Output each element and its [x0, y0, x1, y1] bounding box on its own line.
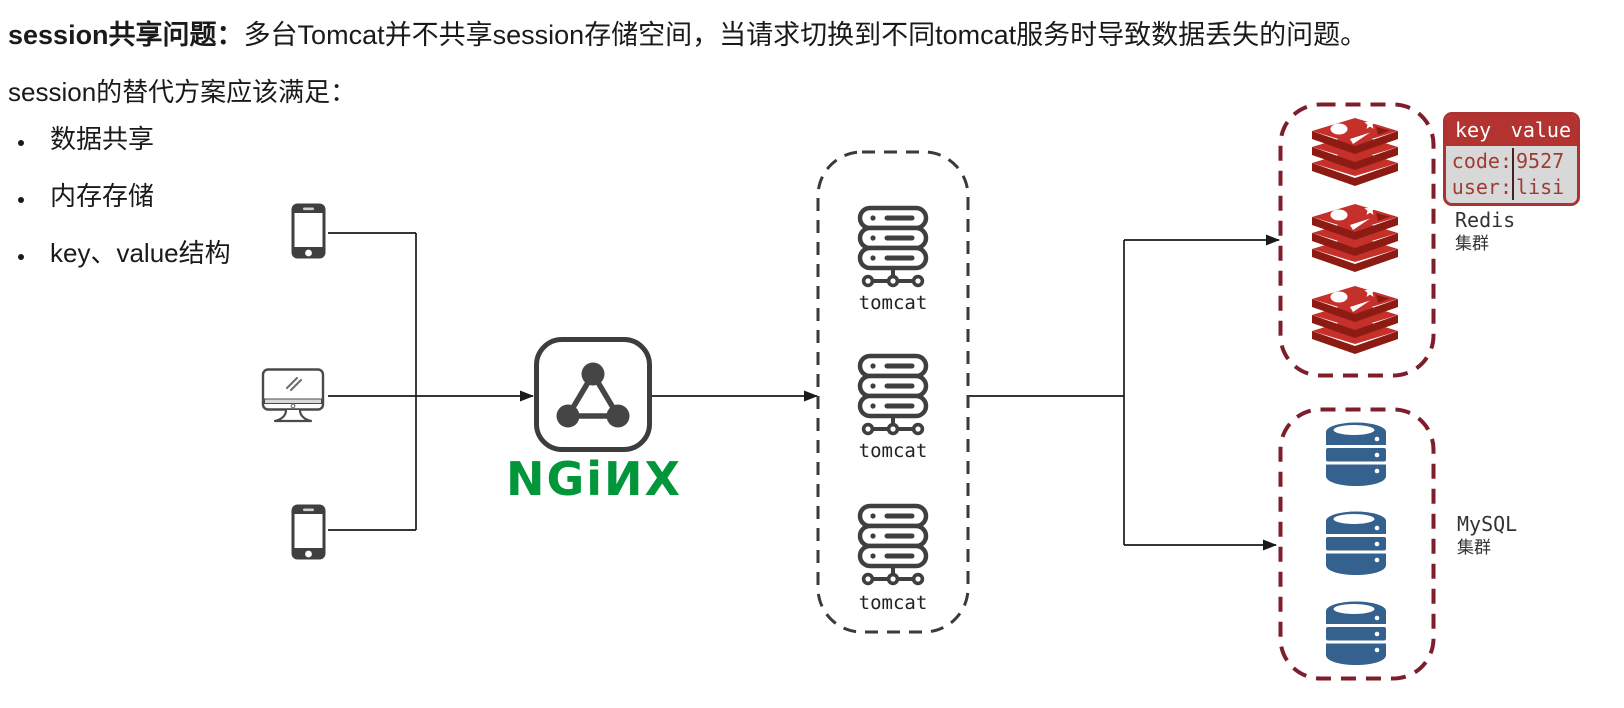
smartphone-icon	[291, 203, 326, 259]
list-item: 内存存储	[36, 179, 231, 213]
list-item: 数据共享	[36, 122, 231, 156]
client-collector-lines	[328, 232, 417, 531]
headline-term: session共享问题：	[8, 20, 244, 50]
headline-description: 多台Tomcat并不共享session存储空间，当请求切换到不同tomcat服务…	[243, 20, 1368, 50]
kv-table-body: code: 9527 user: lisi	[1446, 146, 1577, 203]
smartphone-icon	[291, 504, 326, 560]
mysql-db-icon	[1326, 601, 1386, 665]
redis-cluster-label: Redis 集群	[1455, 208, 1515, 255]
tomcat-label: tomcat	[858, 440, 928, 462]
tomcat-branch-lines	[968, 240, 1125, 545]
tomcat-label: tomcat	[858, 592, 928, 614]
nginx-logo-box	[534, 337, 652, 452]
desktop-computer-icon	[261, 368, 325, 423]
redis-cluster-sub: 集群	[1455, 234, 1489, 253]
mysql-cluster-label: MySQL 集群	[1457, 512, 1517, 559]
kv-header-key: key	[1455, 118, 1492, 142]
redis-cluster-name: Redis	[1455, 208, 1516, 232]
kv-table-header: key value	[1446, 115, 1577, 146]
tomcat-server-icon	[857, 353, 929, 436]
mysql-cluster-box	[1278, 407, 1436, 681]
kv-row: code: 9527	[1446, 148, 1577, 174]
kv-header-value: value	[1510, 118, 1571, 142]
subheadline: session的替代方案应该满足：	[8, 77, 357, 107]
kv-key: user:	[1451, 175, 1512, 199]
kv-key: code:	[1451, 149, 1512, 173]
mysql-cluster-sub: 集群	[1457, 538, 1491, 557]
tomcat-server-icon	[857, 205, 929, 288]
headline: session共享问题：多台Tomcat并不共享session存储空间，当请求切…	[8, 13, 1508, 52]
tomcat-server-icon	[857, 503, 929, 586]
list-item: key、value结构	[36, 236, 231, 270]
mysql-cluster-name: MySQL	[1457, 512, 1518, 536]
redis-cluster-box	[1278, 102, 1436, 378]
tomcat-label: tomcat	[858, 292, 928, 314]
kv-table: key value code: 9527 user: lisi	[1443, 112, 1580, 206]
tomcat-cluster-box	[816, 150, 970, 634]
kv-value: 9527	[1512, 148, 1577, 174]
redis-icon	[1312, 286, 1398, 354]
kv-value: lisi	[1512, 174, 1577, 200]
nginx-wordmark: NGiИX	[506, 452, 682, 506]
mysql-db-icon	[1326, 511, 1386, 575]
redis-icon	[1312, 118, 1398, 186]
mysql-db-icon	[1326, 422, 1386, 486]
requirements-list: 数据共享 内存存储 key、value结构	[20, 122, 231, 293]
redis-icon	[1312, 204, 1398, 272]
kv-row: user: lisi	[1446, 174, 1577, 200]
nginx-node-icon	[556, 362, 630, 427]
